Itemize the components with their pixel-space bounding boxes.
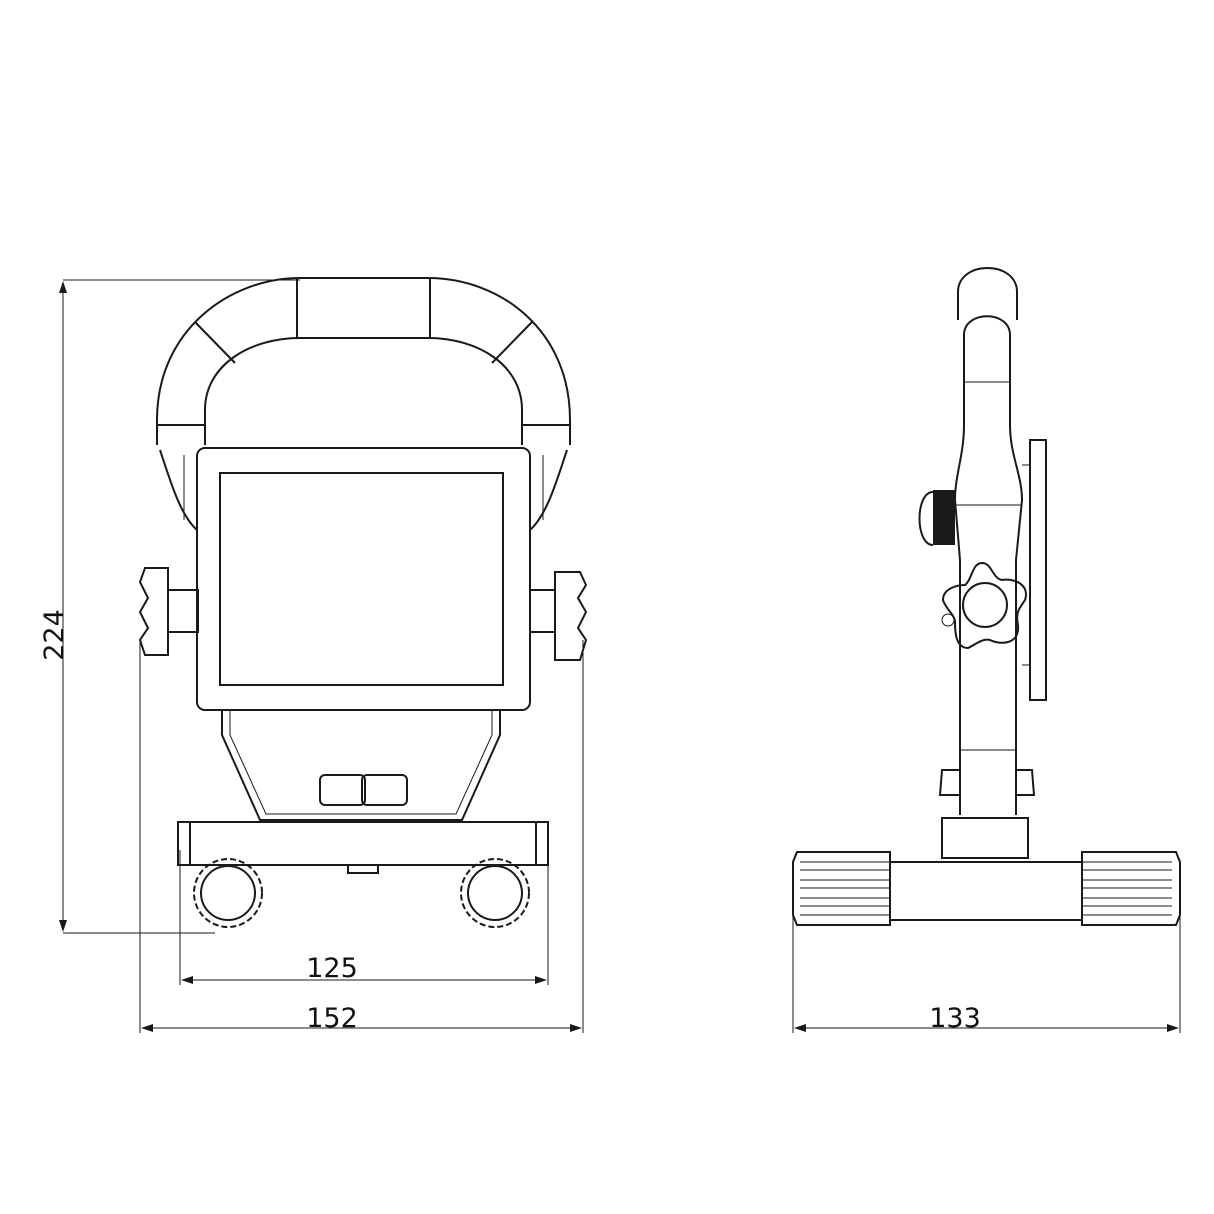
pole <box>938 335 1036 815</box>
right-knob <box>529 571 588 661</box>
lamp-head <box>196 447 531 711</box>
base-tube <box>890 861 1082 921</box>
total-width-label: 152 <box>306 1003 358 1034</box>
side-knob <box>918 490 955 546</box>
handle-cap <box>957 267 1018 336</box>
left-wheel <box>193 858 263 928</box>
front-view <box>138 277 588 928</box>
bracket <box>221 710 501 821</box>
dimension-total-width: 152 <box>139 640 584 1034</box>
dimension-inner-width: 125 <box>179 850 549 985</box>
right-grip <box>1081 851 1181 926</box>
collar <box>941 817 1029 859</box>
dimension-depth: 133 <box>792 900 1181 1034</box>
mounting-plate <box>1022 439 1047 701</box>
side-view <box>792 267 1181 926</box>
dimension-height: 224 <box>39 279 300 934</box>
right-wheel <box>460 858 530 928</box>
base-bar <box>177 821 549 874</box>
depth-label: 133 <box>929 1003 981 1034</box>
left-knob <box>138 567 199 656</box>
handle-arch <box>156 277 571 531</box>
inner-width-label: 125 <box>306 953 358 984</box>
star-knob <box>941 561 1027 650</box>
height-label: 224 <box>39 609 70 661</box>
left-grip <box>792 851 891 926</box>
